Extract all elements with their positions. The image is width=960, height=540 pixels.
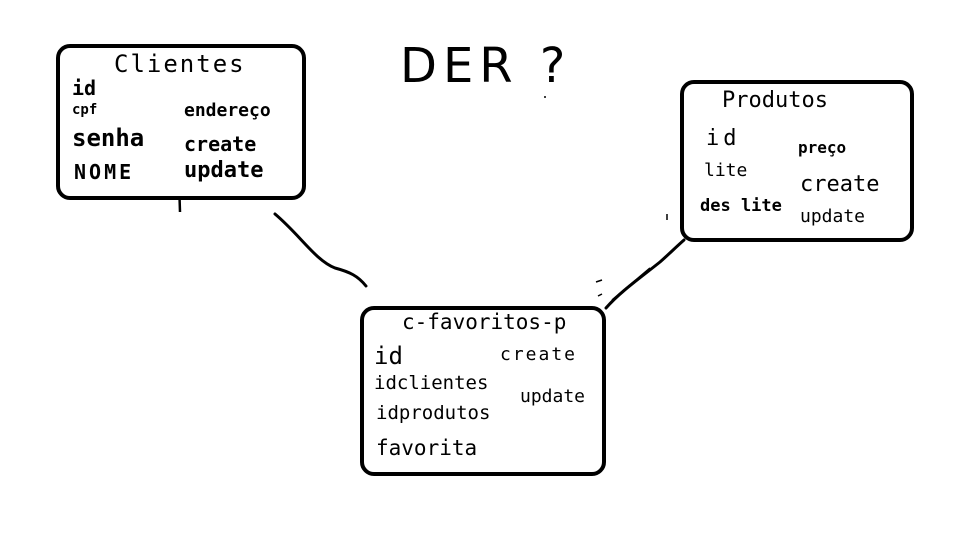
entity-clientes bbox=[56, 44, 306, 200]
clientes-field: endereço bbox=[184, 100, 271, 121]
entity-favoritos bbox=[360, 306, 606, 476]
favoritos-field: id bbox=[374, 342, 403, 370]
clientes-field: cpf bbox=[72, 102, 98, 118]
page-title: DER ? bbox=[400, 38, 572, 94]
produtos-field: des lite bbox=[700, 196, 782, 216]
entity-clientes-name: Clientes bbox=[114, 50, 246, 78]
clientes-field: update bbox=[184, 158, 264, 183]
clientes-field: id bbox=[72, 76, 97, 100]
produtos-field: create bbox=[800, 172, 880, 197]
clientes-field: create bbox=[184, 132, 257, 156]
favoritos-field: create bbox=[500, 344, 578, 365]
relation-clientes-favoritos bbox=[273, 212, 368, 288]
entity-produtos-name: Produtos bbox=[722, 88, 828, 113]
favoritos-field: idprodutos bbox=[376, 402, 491, 424]
favoritos-field: favorita bbox=[376, 436, 478, 460]
entity-favoritos-name: c-favoritos-p bbox=[402, 310, 567, 334]
clientes-field: senha bbox=[72, 124, 145, 152]
favoritos-field: idclientes bbox=[374, 372, 489, 394]
favoritos-field: update bbox=[520, 386, 586, 407]
produtos-field: lite bbox=[704, 160, 748, 181]
entity-produtos bbox=[680, 80, 914, 242]
stray-dot bbox=[544, 96, 546, 98]
produtos-field: id bbox=[706, 126, 741, 151]
stray-mark bbox=[595, 279, 603, 283]
produtos-field: preço bbox=[798, 138, 847, 157]
produtos-field: update bbox=[800, 206, 866, 227]
relation-favoritos-produtos bbox=[604, 238, 686, 310]
relation-favoritos-produtos-stroke2 bbox=[611, 267, 651, 301]
clientes-field: nome bbox=[74, 160, 135, 184]
stray-mark bbox=[597, 293, 603, 297]
